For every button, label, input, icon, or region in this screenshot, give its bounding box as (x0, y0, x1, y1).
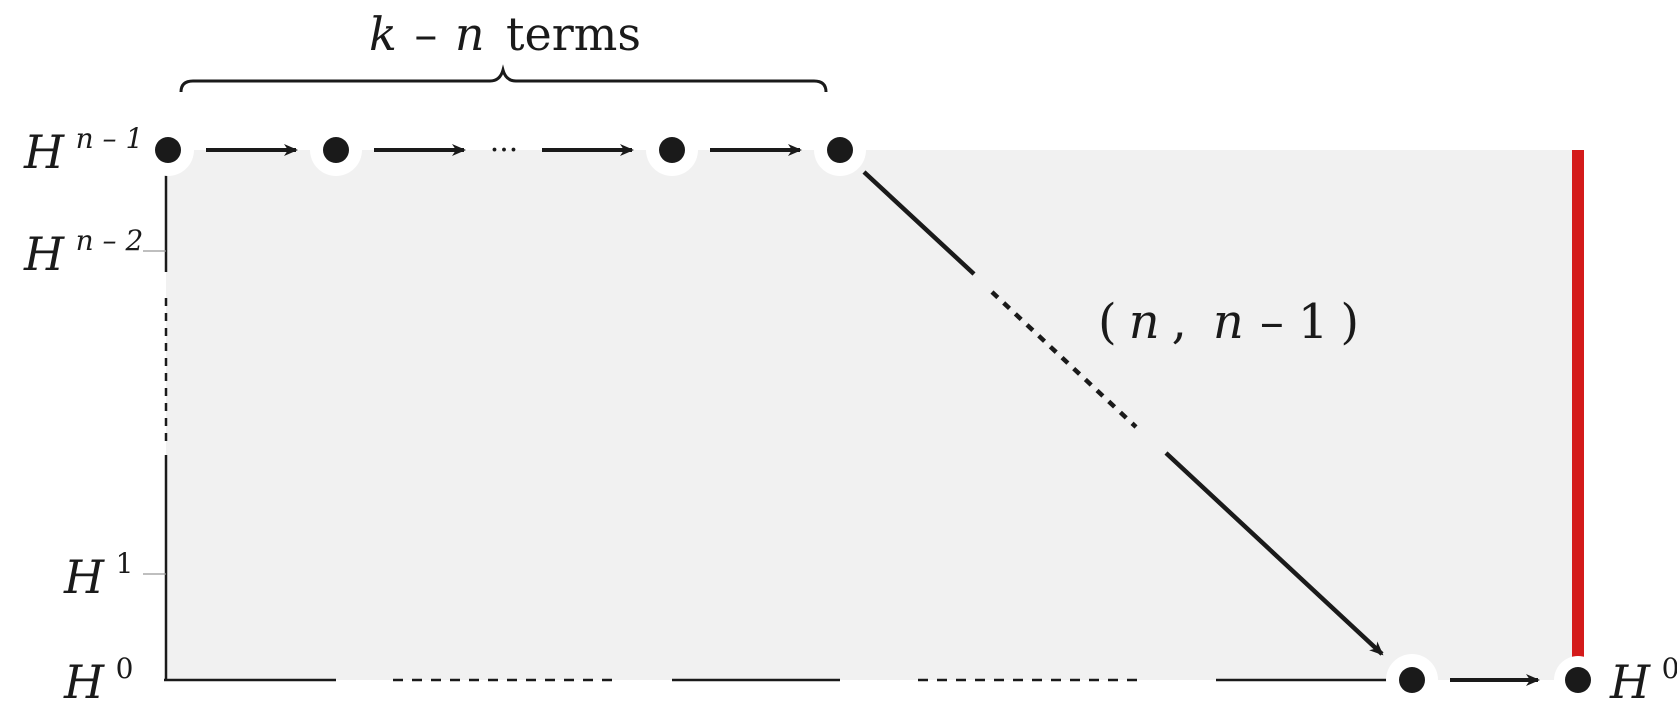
node-top-1 (142, 124, 194, 176)
label-H-n-1: H n – 1 (23, 122, 143, 179)
label-H-n-2-base: H (23, 227, 65, 281)
diag-one: 1 (1298, 294, 1329, 350)
diag-n2: n (1213, 294, 1244, 350)
diagonal-label: ( n , n – 1 ) (1098, 294, 1359, 350)
label-H-n-2-exp: n – 2 (76, 224, 144, 257)
label-H-n-1-base: H (23, 125, 65, 179)
label-H-0-right-exp: 0 (1662, 652, 1677, 685)
label-H-0-right-base: H (1609, 655, 1651, 709)
node-bottom-1 (1386, 654, 1438, 706)
label-H-1-exp: 1 (116, 547, 134, 580)
label-H-n-2: H n – 2 (23, 224, 143, 281)
brace-label-n: n (455, 7, 485, 61)
node-top-3 (646, 124, 698, 176)
label-H-0-left: H 0 (63, 652, 133, 709)
top-brace (179, 64, 828, 93)
brace-label: k – n terms (369, 7, 641, 61)
label-H-n-1-exp: n – 1 (76, 122, 144, 155)
diag-minus: – (1260, 294, 1284, 350)
diag-open-paren: ( (1098, 294, 1117, 350)
label-H-1-base: H (63, 550, 105, 604)
diagonal-seg2 (1164, 451, 1384, 656)
label-H-1: H 1 (63, 547, 133, 604)
label-H-0-left-exp: 0 (116, 652, 134, 685)
label-H-0-right: H 0 (1609, 652, 1677, 709)
diagonal-dotted (990, 290, 1138, 429)
diagonal-seg1 (862, 170, 976, 276)
top-ellipsis: ··· (490, 133, 519, 168)
node-top-4 (814, 124, 866, 176)
label-H-0-left-base: H (63, 655, 105, 709)
shaded-region (166, 150, 1576, 680)
diag-close-paren: ) (1340, 294, 1359, 350)
brace-label-k: k (369, 7, 397, 61)
node-top-2 (310, 124, 362, 176)
node-bottom-2 (1554, 656, 1602, 704)
diag-n1: n (1129, 294, 1160, 350)
brace-label-terms: terms (506, 7, 641, 61)
diag-comma: , (1172, 294, 1187, 350)
brace-label-minus: – (414, 7, 437, 61)
